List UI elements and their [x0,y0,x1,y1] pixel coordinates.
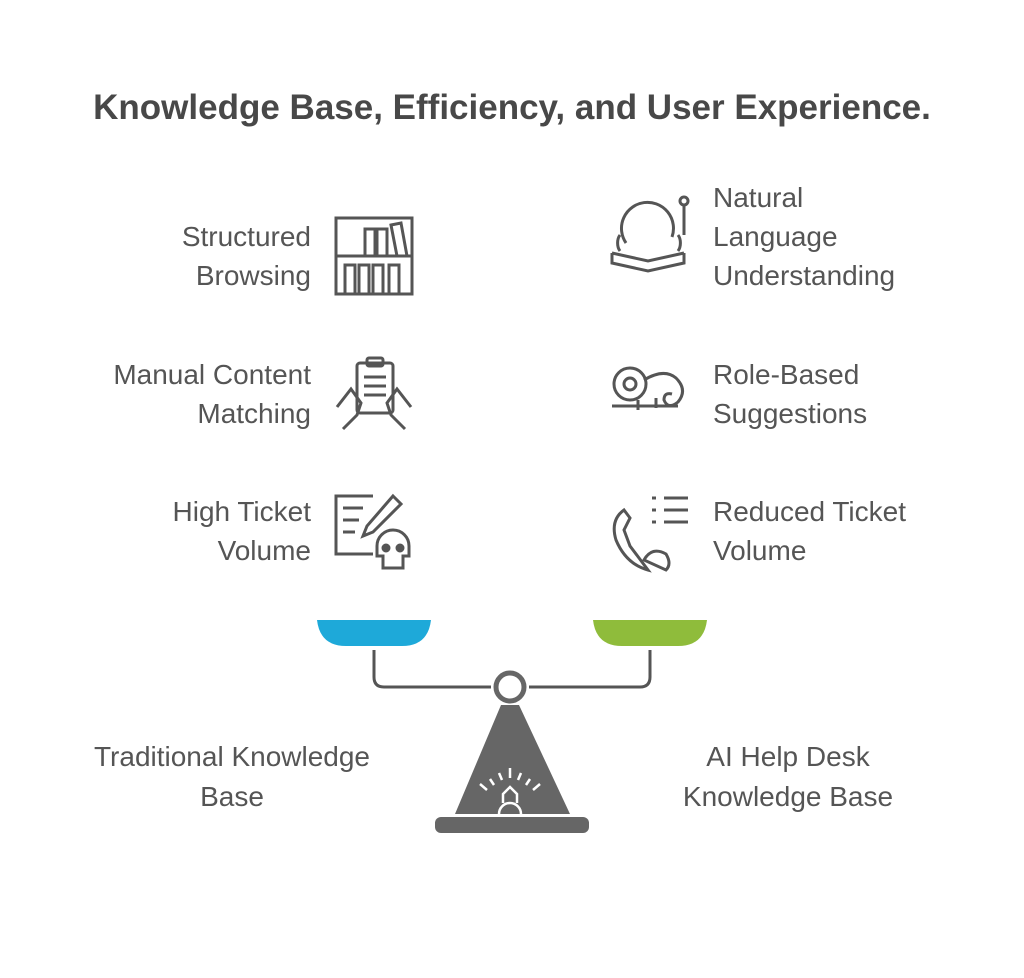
stand [455,705,570,814]
right-pan [593,620,707,646]
line: Manual Content [113,359,311,390]
line: Natural [713,182,804,213]
line: AI Help Desk [706,741,870,772]
line: Suggestions [713,398,868,429]
pivot [493,670,527,704]
line: High Ticket [172,496,312,527]
beam [372,650,652,689]
line: Structured [181,221,311,252]
line: Traditional Knowledge [93,741,371,772]
line: Volume [217,535,311,566]
line: Browsing [195,260,311,291]
line: Language [713,221,838,252]
line: Knowledge Base [682,781,894,812]
head-book-icon [610,195,690,273]
left-pan [317,620,431,646]
hands-clipboard-icon [335,356,413,431]
document-skull-icon [334,493,411,570]
line: Matching [197,398,311,429]
line: Understanding [713,260,896,291]
line: Volume [713,535,807,566]
chameleon-icon [612,366,684,410]
base [435,817,589,833]
line: Role-Based [713,359,860,390]
line: Base [200,781,264,812]
bookshelf-icon [334,216,414,296]
line: Reduced Ticket [713,496,906,527]
lightbulb-icon [479,768,541,815]
phone-list-icon [612,496,688,573]
page-title: Knowledge Base, Efficiency, and User Exp… [93,88,931,127]
